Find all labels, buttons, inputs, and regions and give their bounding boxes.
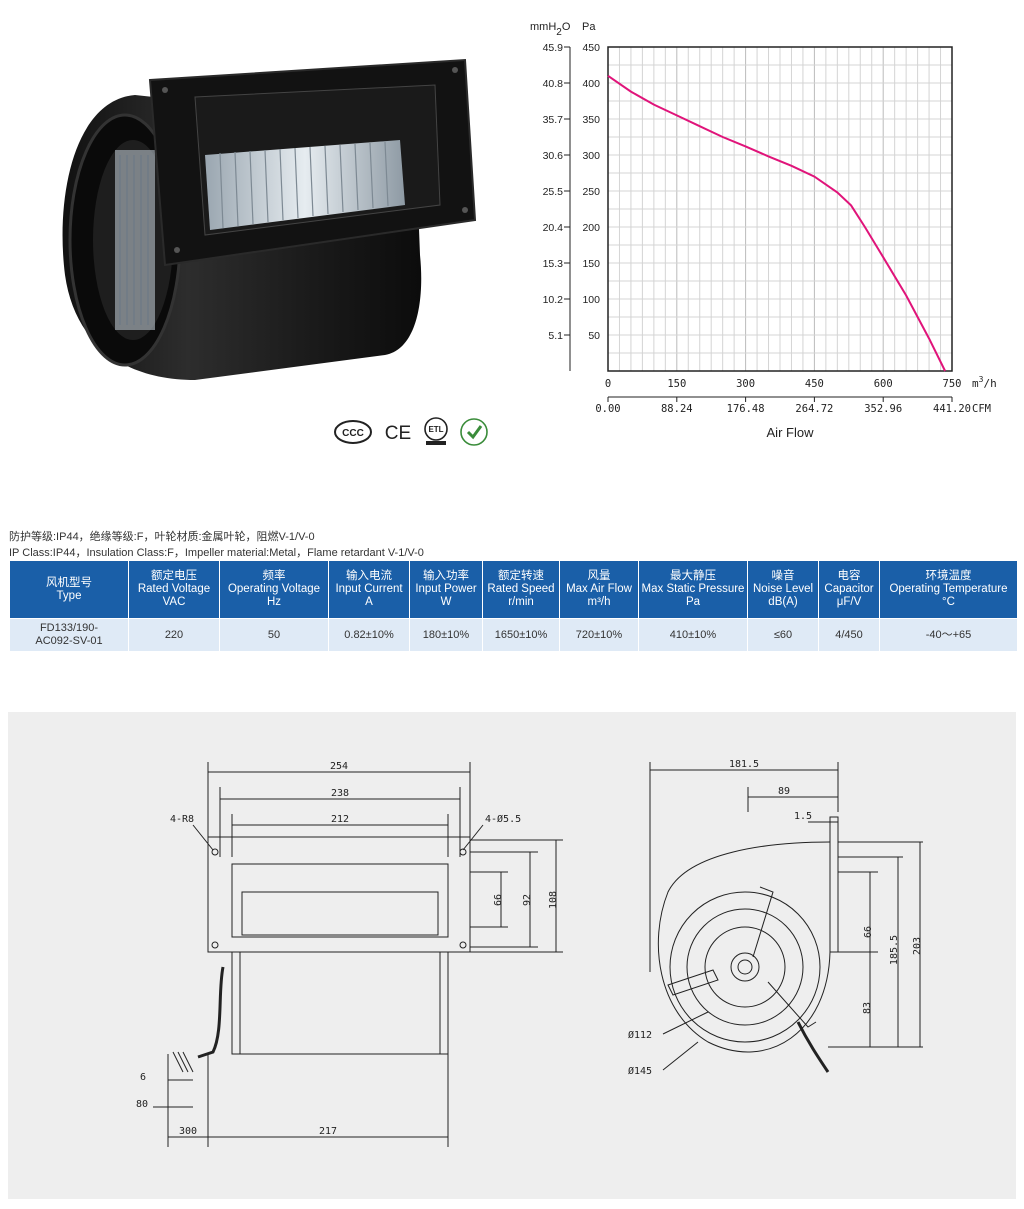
y-tick-label-pa: 250 — [582, 186, 600, 198]
x-tick-label: 750 — [943, 378, 962, 390]
ccc-icon: CCC — [333, 419, 373, 445]
svg-text:CE: CE — [385, 423, 411, 444]
cell-pressure: 410±10% — [639, 618, 747, 651]
x-tick-label-cfm: 176.48 — [727, 403, 765, 415]
cell-airflow: 720±10% — [560, 618, 638, 651]
pressure-curve — [607, 74, 946, 372]
dim-wire-strip: 6 — [140, 1072, 146, 1083]
dim-housing-dia: Ø145 — [628, 1065, 652, 1077]
cell-speed: 1650±10% — [483, 618, 559, 651]
dim-body-length: 217 — [319, 1126, 337, 1137]
x-tick-label-cfm: 264.72 — [795, 403, 833, 415]
x-tick-label-cfm: 88.24 — [661, 403, 693, 415]
dim-hole-radius: 4-R8 — [170, 814, 194, 825]
y-tick-label-mmh2o: 5.1 — [548, 330, 563, 342]
x-tick-label-cfm: 0.00 — [595, 403, 620, 415]
dim-wire-end: 80 — [136, 1099, 148, 1110]
x-secondary-unit: CFM — [972, 403, 991, 415]
dim-flange-thickness: 1.5 — [794, 811, 812, 822]
dimension-drawing: 254 238 212 4-R8 4-Ø5.5 66 92 108 6 80 3… — [8, 712, 1016, 1199]
y-tick-label-pa: 50 — [588, 330, 600, 342]
performance-chart: 50 5.1 100 10.2 150 15.3 200 20.4 250 25.5 300 30.6… — [520, 10, 1020, 450]
y-tick-label-mmh2o: 20.4 — [543, 222, 564, 234]
svg-text:ETL: ETL — [428, 425, 443, 434]
dim-overall-depth: 181.5 — [729, 759, 759, 770]
y-tick-label-mmh2o: 25.5 — [543, 186, 564, 198]
x-tick-label: 300 — [736, 378, 755, 390]
dim-outlet-width: 212 — [331, 814, 349, 825]
cell-frequency: 50 — [220, 618, 328, 651]
y-tick-label-mmh2o: 45.9 — [543, 42, 564, 54]
y-tick-label-pa: 300 — [582, 150, 600, 162]
cell-type: FD133/190-AC092-SV-01 — [10, 618, 128, 651]
x-tick-label: 150 — [667, 378, 686, 390]
dim-lead-length: 300 — [179, 1126, 197, 1137]
y-unit-right: Pa — [582, 21, 596, 33]
x-tick-label-cfm: 352.96 — [864, 403, 902, 415]
dim-overall-height: 203 — [912, 937, 923, 955]
cell-current: 0.82±10% — [329, 618, 409, 651]
dim-outlet-height: 66 — [493, 894, 504, 906]
dim-hole-pitch: 92 — [522, 894, 533, 906]
x-tick-label: 450 — [805, 378, 824, 390]
spec-note-cn: 防护等级:IP44，绝缘等级:F，叶轮材质:金属叶轮，阻燃V-1/V-0 — [9, 531, 315, 543]
x-axis-label: Air Flow — [767, 425, 815, 440]
x-unit-label: m3/h — [972, 375, 997, 390]
rohs-icon — [459, 417, 489, 447]
dim-side-outlet-height: 66 — [863, 926, 874, 938]
dim-outlet-depth: 89 — [778, 786, 790, 797]
svg-text:CCC: CCC — [342, 428, 364, 439]
y-tick-label-pa: 200 — [582, 222, 600, 234]
ce-icon: CE — [383, 419, 413, 445]
y-tick-label-mmh2o: 15.3 — [543, 258, 564, 270]
dim-inlet-dia: Ø112 — [628, 1029, 652, 1041]
product-image — [55, 55, 485, 385]
y-unit-left: mmH2O — [530, 21, 571, 38]
cell-voltage: 220 — [129, 618, 219, 651]
dim-center-height: 83 — [862, 1002, 873, 1014]
table-row: FD133/190-AC092-SV-01 220 50 0.82±10% 18… — [10, 618, 1017, 651]
spec-note-en: IP Class:IP44，Insulation Class:F，Impelle… — [9, 547, 424, 559]
cell-noise: ≤60 — [748, 618, 818, 651]
certification-logos: CCC CE ETL — [333, 412, 493, 452]
cell-power: 180±10% — [410, 618, 482, 651]
x-tick-label: 600 — [874, 378, 893, 390]
y-tick-label-pa: 450 — [582, 42, 600, 54]
cell-temperature: -40～+65 — [880, 618, 1017, 651]
y-tick-label-pa: 400 — [582, 78, 600, 90]
y-tick-label-mmh2o: 10.2 — [543, 294, 564, 306]
chart-grid — [608, 47, 952, 371]
dim-flange-height: 108 — [548, 891, 559, 909]
dim-hole-dia: 4-Ø5.5 — [485, 813, 521, 825]
cell-capacitor: 4/450 — [819, 618, 879, 651]
etl-intertek-icon: ETL — [423, 417, 449, 447]
y-tick-label-mmh2o: 35.7 — [543, 114, 564, 126]
y-tick-label-mmh2o: 40.8 — [543, 78, 564, 90]
y-tick-label-pa: 150 — [582, 258, 600, 270]
y-tick-label-pa: 100 — [582, 294, 600, 306]
plot-frame — [607, 46, 953, 372]
dim-overall-width: 254 — [330, 761, 348, 772]
x-tick-label: 0 — [605, 378, 611, 390]
dim-flange-width: 238 — [331, 788, 349, 799]
y-tick-label-pa: 350 — [582, 114, 600, 126]
dim-side-flange-height: 185.5 — [889, 935, 900, 965]
x-tick-label-cfm: 441.20 — [933, 403, 971, 415]
y-tick-label-mmh2o: 30.6 — [543, 150, 564, 162]
